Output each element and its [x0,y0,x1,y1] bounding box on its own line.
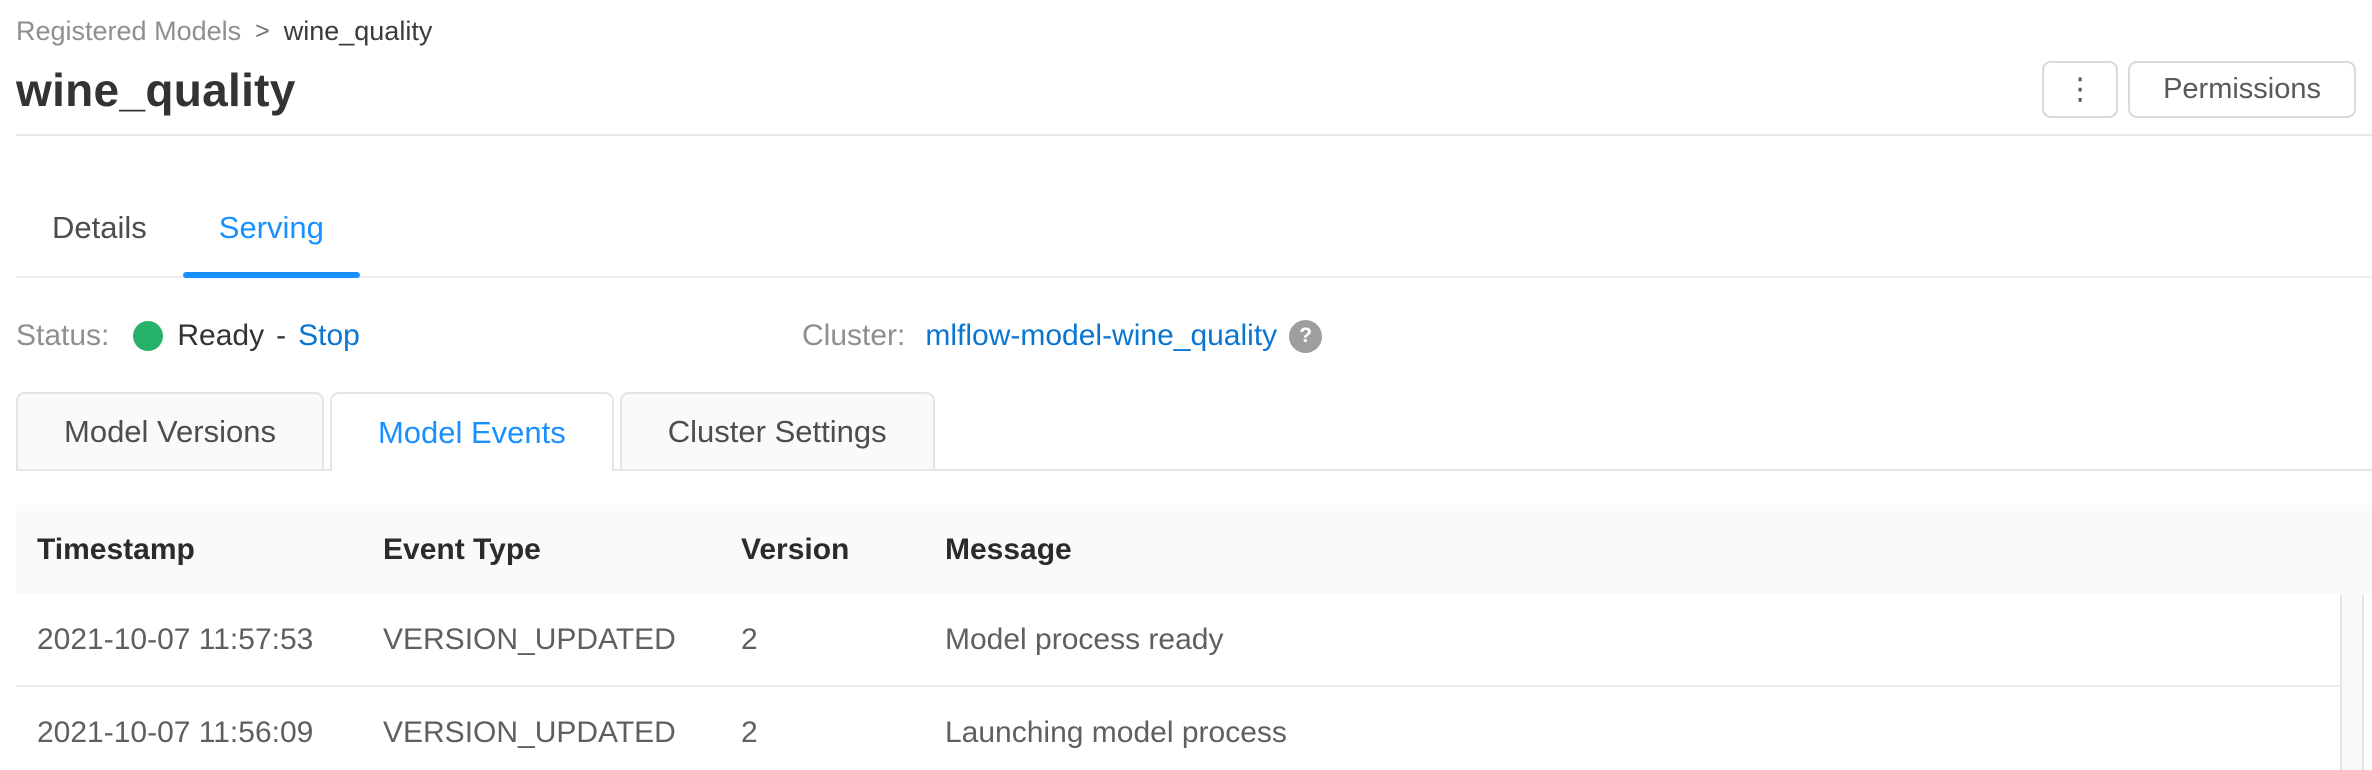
breadcrumb-link-registered-models[interactable]: Registered Models [16,16,242,46]
cell-message: Launching model process [945,715,1287,749]
model-events-table: Timestamp Event Type Version Message 202… [16,505,2372,770]
cluster-group: Cluster: mlflow-model-wine_quality ? [802,316,1323,356]
cell-event-type: VERSION_UPDATED [383,715,676,749]
status-value: Ready [177,319,265,352]
help-icon[interactable]: ? [1289,319,1323,353]
tab-details[interactable]: Details [16,186,183,276]
permissions-button[interactable]: Permissions [2128,61,2356,118]
tab-serving[interactable]: Serving [182,186,360,278]
subtab-model-versions[interactable]: Model Versions [16,392,324,469]
main-tab-bar: Details Serving [16,186,2372,278]
page-title: wine_quality [16,63,296,116]
table-row: 2021-10-07 11:56:09 VERSION_UPDATED 2 La… [16,687,2340,770]
column-header-event-type: Event Type [383,532,541,566]
stop-link[interactable]: Stop [298,319,360,352]
chevron-right-icon: > [255,17,270,45]
active-tab-underline [182,272,360,278]
status-ready-dot-icon [133,321,164,351]
title-divider [16,134,2372,136]
serving-status-row: Status: Ready - Stop Cluster: mlflow-mod… [16,316,2372,356]
subtab-model-versions-label: Model Versions [64,413,276,449]
breadcrumb: Registered Models > wine_quality [16,0,2372,47]
kebab-menu-icon: ⋮ [2065,72,2096,106]
breadcrumb-current: wine_quality [283,16,433,46]
table-header-row: Timestamp Event Type Version Message [16,505,2372,594]
serving-sub-tab-bar: Model Versions Model Events Cluster Sett… [16,392,2372,471]
cell-version: 2 [741,622,758,656]
cell-timestamp: 2021-10-07 11:57:53 [37,622,314,656]
column-header-version: Version [741,532,850,566]
subtab-cluster-settings-label: Cluster Settings [667,413,887,449]
table-scrollbar-track[interactable] [2340,594,2364,770]
subtab-model-events[interactable]: Model Events [329,392,614,471]
status-separator: - [276,319,287,352]
cell-version: 2 [741,715,758,749]
tab-details-label: Details [52,210,147,245]
table-body: 2021-10-07 11:57:53 VERSION_UPDATED 2 Mo… [16,594,2372,770]
header-actions: ⋮ Permissions [2042,61,2356,118]
tab-serving-label: Serving [218,210,324,245]
table-row: 2021-10-07 11:57:53 VERSION_UPDATED 2 Mo… [16,594,2340,687]
cell-event-type: VERSION_UPDATED [383,622,676,656]
status-group: Status: Ready - Stop [16,316,802,356]
subtab-model-events-label: Model Events [377,414,566,450]
cell-timestamp: 2021-10-07 11:56:09 [37,715,314,749]
column-header-message: Message [945,532,1072,566]
more-actions-button[interactable]: ⋮ [2042,61,2119,118]
cluster-link[interactable]: mlflow-model-wine_quality [925,319,1278,352]
title-row: wine_quality ⋮ Permissions [16,61,2372,118]
status-label: Status: [16,319,110,352]
column-header-timestamp: Timestamp [37,532,195,566]
cluster-label: Cluster: [802,319,906,352]
subtab-cluster-settings[interactable]: Cluster Settings [619,392,935,469]
cell-message: Model process ready [945,622,1224,656]
